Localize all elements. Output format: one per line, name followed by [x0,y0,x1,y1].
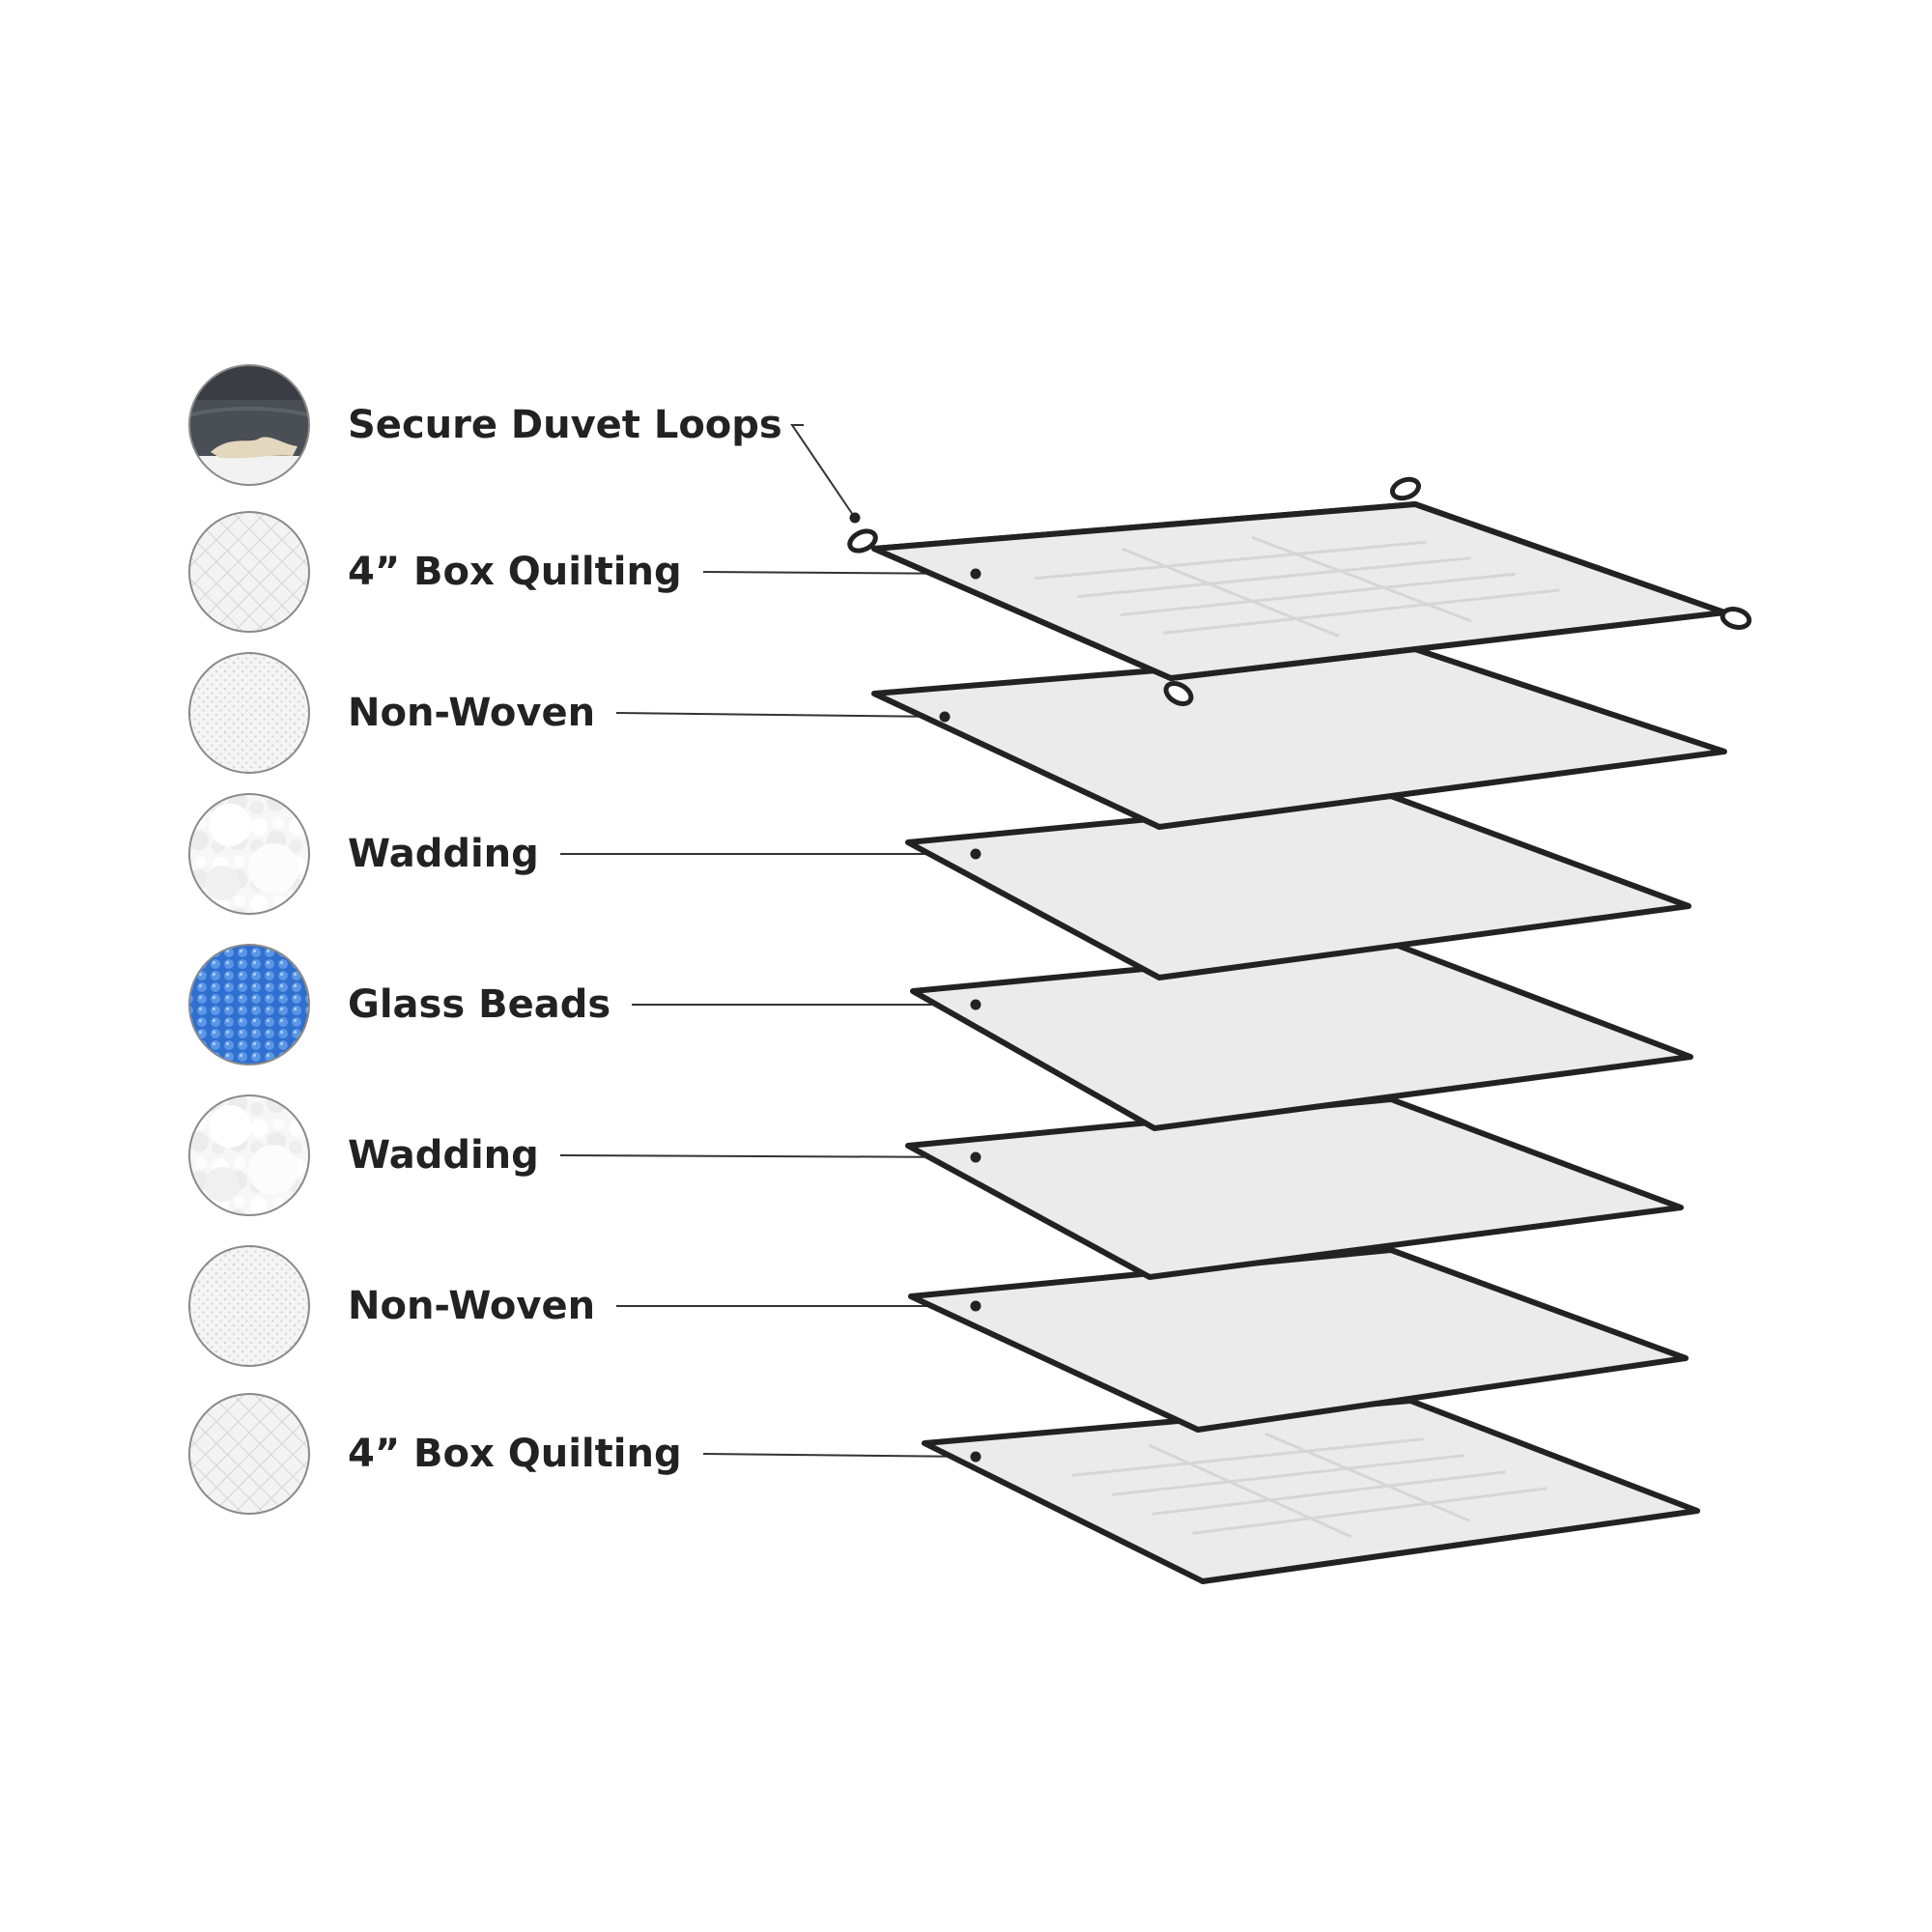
layer-label-wadding: Wadding [348,1133,539,1178]
layer-sheet-glass-beads [910,942,1693,1131]
layer-sheet-wadding [905,1096,1684,1280]
glass-beads-swatch [188,944,310,1065]
leader-dot [970,568,981,580]
layer-label-wadding: Wadding [348,832,539,876]
layer-sheet-wadding [905,793,1691,980]
layer-label-non-woven: Non-Woven [348,691,596,735]
duvet-loop-icon [1719,607,1752,630]
layer-label-box-quilting: 4” Box Quilting [348,550,682,594]
layer-label-glass-beads: Glass Beads [348,982,611,1027]
box-quilting-swatch [188,511,310,633]
wadding-swatch [188,1094,310,1216]
leader-dot [970,1300,981,1312]
non-woven-swatch [188,652,310,774]
leader-dot [849,512,861,524]
box-quilting-swatch [188,1393,310,1515]
leader-dot [939,711,951,723]
non-woven-swatch [188,1245,310,1367]
duvet-loop-icon [1389,476,1422,501]
leader-line [790,424,856,519]
leader-line [559,1154,977,1158]
layer-sheet-box-quilting [922,1398,1700,1584]
wadding-swatch [188,793,310,915]
layer-label-box-quilting: 4” Box Quilting [348,1432,682,1476]
duvet-loop-icon [1163,681,1194,706]
leader-dot [970,1151,981,1163]
duvet-loop-icon [847,528,878,554]
leader-line [615,712,946,718]
duvet-loops-swatch [188,364,310,486]
layer-sheet-non-woven [908,1247,1689,1433]
leader-dot [970,848,981,860]
leader-dot [970,999,981,1010]
leader-line [702,1453,977,1458]
leader-dot [970,1451,981,1463]
top-quilted-sheet [847,476,1752,706]
layer-label-non-woven: Non-Woven [348,1284,596,1328]
swatch-column [188,364,310,1515]
layer-sheet-non-woven [871,646,1727,830]
layer-sheets [847,476,1752,1584]
layer-label-duvet-loops: Secure Duvet Loops [348,403,782,447]
